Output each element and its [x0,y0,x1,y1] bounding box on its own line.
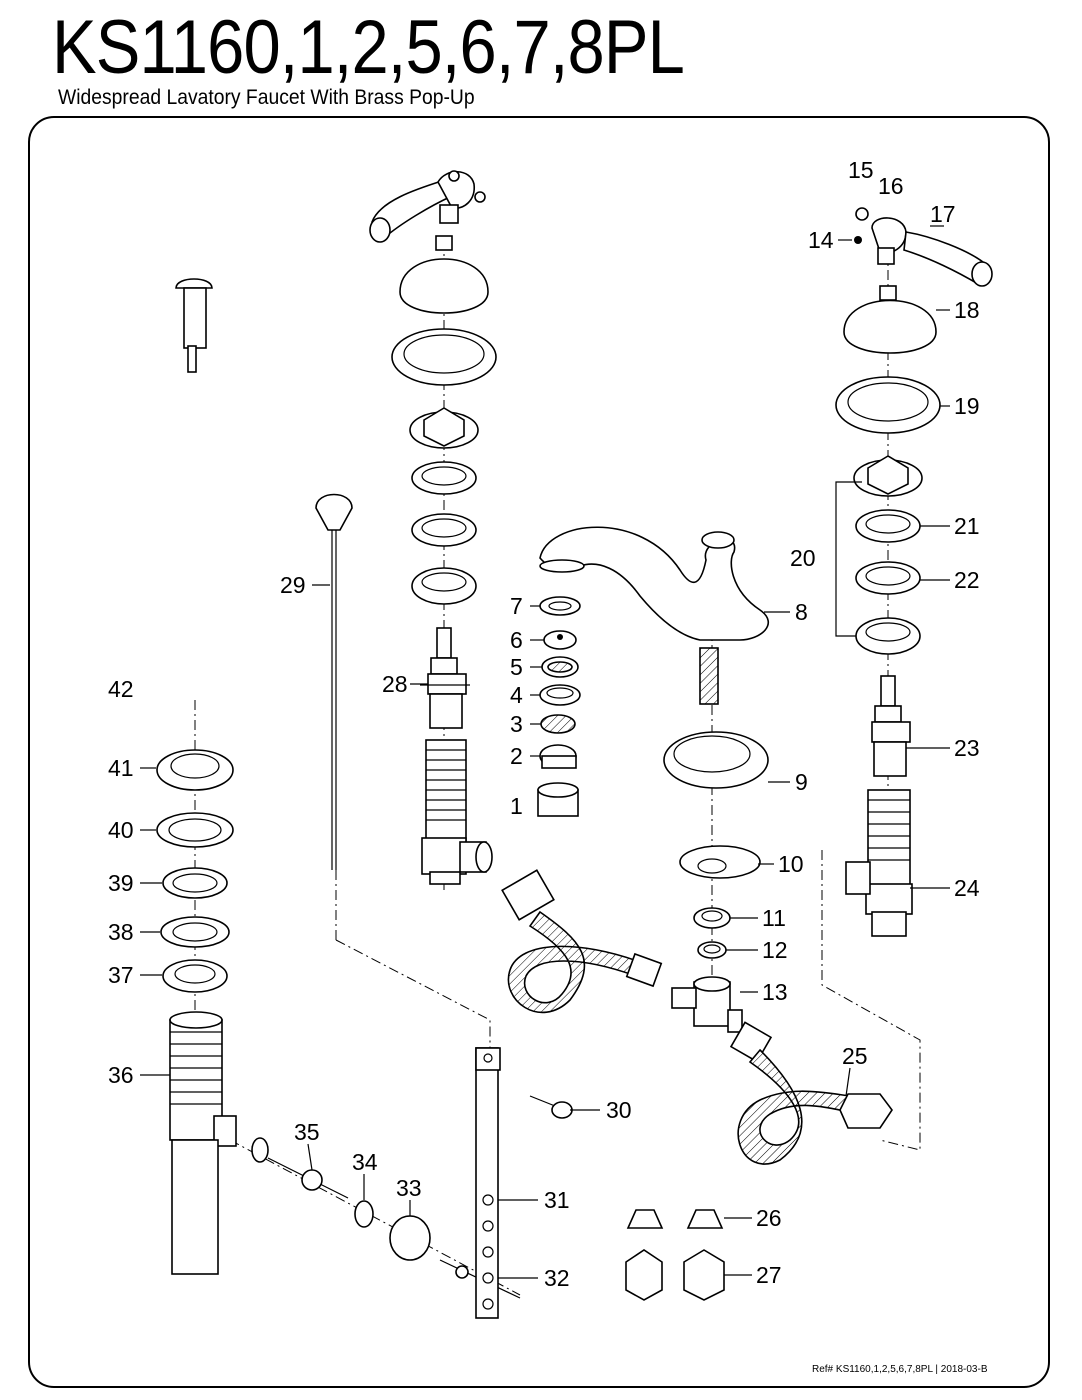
extension-strap [475,1047,501,1319]
right-supply-hose [729,1021,893,1165]
callout-26: 26 [756,1205,782,1231]
right-lock-nut [853,455,923,497]
callout-11: 11 [762,905,786,931]
spout-nut-washer [693,907,731,959]
right-lever-handle [854,207,993,287]
callout-38: 38 [108,919,134,945]
callout-35: 35 [294,1119,320,1145]
product-description: Widespread Lavatory Faucet With Brass Po… [58,86,475,109]
strap-screw [529,1095,573,1119]
callout-29: 29 [280,572,306,598]
callout-12: 12 [762,937,788,963]
callout-22: 22 [954,567,980,593]
callout-31: 31 [544,1187,570,1213]
drain-flange [156,749,234,791]
compression-sleeves [626,1209,724,1229]
callout-9: 9 [795,769,808,795]
callout-27: 27 [756,1262,782,1288]
drain-washers [156,812,234,993]
callout-25: 25 [842,1043,868,1069]
compression-nuts [625,1249,725,1301]
callout-3: 3 [510,711,523,737]
spout-escutcheon [663,731,769,789]
callout-19: 19 [954,393,980,419]
right-washers [855,509,921,655]
left-lever-handle [369,170,486,243]
spout [539,526,769,705]
aerator-parts [537,596,581,817]
callout-33: 33 [396,1175,422,1201]
spout-mounting-plate [679,845,761,879]
left-cartridge [420,627,470,729]
callout-40: 40 [108,817,134,843]
callout-24: 24 [954,875,980,901]
callout-36: 36 [108,1062,134,1088]
pivot-rod-parts [251,1137,521,1299]
tee-connector [671,976,743,1033]
callout-37: 37 [108,962,134,988]
callout-28: 28 [382,671,408,697]
callout-4: 4 [510,682,523,708]
callout-21: 21 [954,513,980,539]
right-flange-ring [835,376,941,434]
callout-1: 1 [510,793,523,819]
callout-39: 39 [108,870,134,896]
pop-up-stopper [175,278,213,373]
left-supply-hose [501,869,663,1014]
callout-labels: 1 2 3 4 5 6 7 8 9 10 11 12 13 14 15 16 1… [108,157,980,1291]
reference-number: Ref# KS1160,1,2,5,6,7,8PL | 2018-03-B [812,1364,988,1375]
callout-42: 42 [108,676,134,702]
callout-17: 17 [930,201,956,227]
callout-23: 23 [954,735,980,761]
callout-34: 34 [352,1149,378,1175]
callout-16: 16 [878,173,904,199]
drain-body [169,1011,237,1275]
callout-14: 14 [808,227,834,253]
bracket-20 [835,481,862,637]
left-washers [411,461,477,605]
diagram-frame [28,116,1050,1388]
callout-41: 41 [108,755,134,781]
right-cartridge [871,675,911,777]
callout-2: 2 [510,743,523,769]
callout-20: 20 [790,545,816,571]
callout-30: 30 [606,1097,632,1123]
callout-18: 18 [954,297,980,323]
callout-8: 8 [795,599,808,625]
model-number-title: KS1160,1,2,5,6,7,8PL [52,5,685,90]
left-lock-nut [409,407,479,449]
left-escutcheon [399,235,489,314]
callout-13: 13 [762,979,788,1005]
leader-lines [140,225,950,1279]
right-valve-body [845,789,913,937]
callout-32: 32 [544,1265,570,1291]
callout-5: 5 [510,654,523,680]
right-escutcheon [843,285,937,354]
callout-6: 6 [510,627,523,653]
left-flange-ring [391,328,497,386]
callout-7: 7 [510,593,523,619]
left-valve-body [421,739,493,885]
callout-10: 10 [778,851,804,877]
callout-15: 15 [848,157,874,183]
pop-up-lift-rod [315,493,353,870]
